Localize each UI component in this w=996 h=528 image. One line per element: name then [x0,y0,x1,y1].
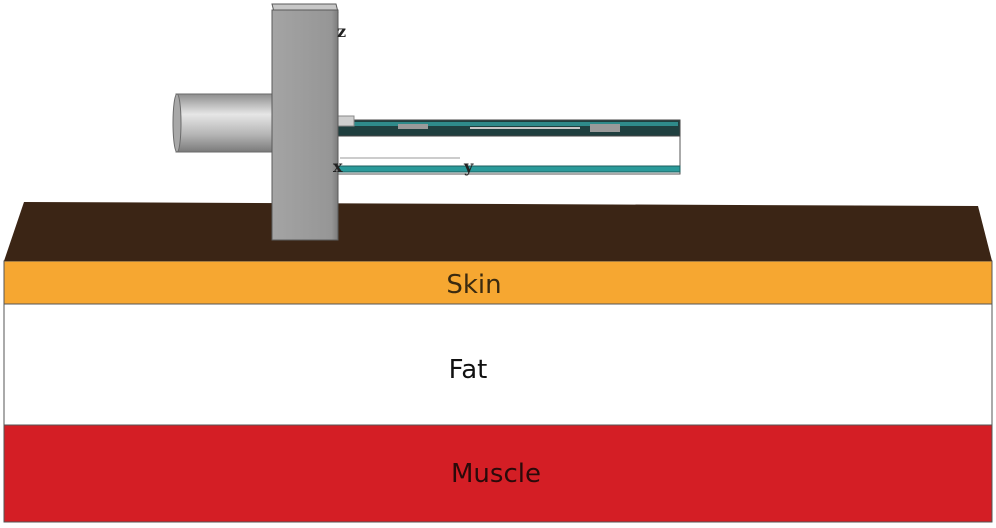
skin-layer [3,260,993,305]
fat-label: Fat [449,355,488,385]
x-axis-label: x [333,157,343,176]
z-axis-label: z [337,22,346,41]
fat-layer [3,303,993,426]
skin-label: Skin [446,270,501,300]
muscle-layer [3,424,993,523]
device-antenna [337,115,681,175]
device-cylinder [172,93,275,153]
top-surface [4,202,992,261]
muscle-label: Muscle [451,459,541,489]
device-plate [271,3,339,241]
y-axis-label: y [463,157,474,176]
